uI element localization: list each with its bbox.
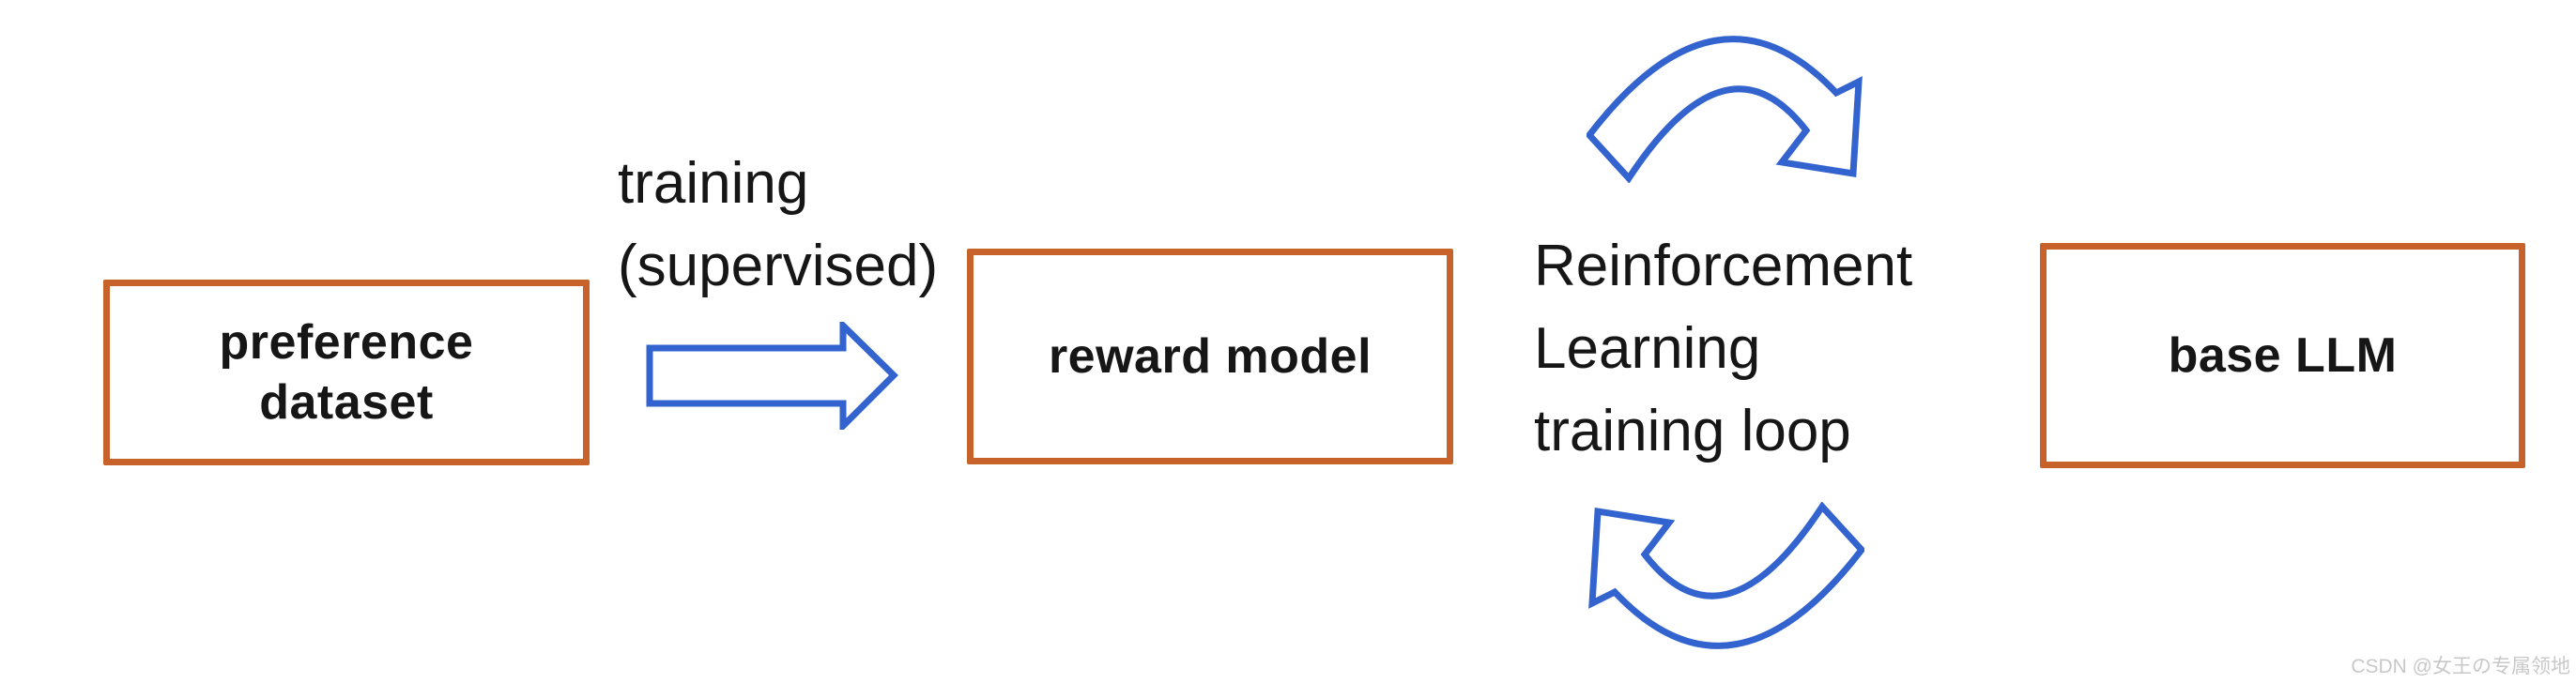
training-supervised-label-line1: training	[618, 151, 809, 216]
training-supervised-label: training (supervised)	[618, 143, 938, 308]
preference-dataset-box: preference dataset	[103, 280, 590, 465]
reward-model-label: reward model	[1048, 329, 1372, 384]
curved-arrow-top-icon	[1587, 36, 1863, 183]
rl-training-loop-label: Reinforcement Learning training loop	[1534, 225, 1912, 473]
base-llm-label: base LLM	[2168, 328, 2398, 383]
preference-dataset-label-line2: dataset	[259, 375, 434, 430]
rl-training-loop-label-line3: training loop	[1534, 399, 1851, 463]
training-supervised-label-line2: (supervised)	[618, 234, 939, 298]
reward-model-box: reward model	[967, 249, 1453, 464]
preference-dataset-label-line1: preference	[219, 315, 474, 370]
rl-training-loop-label-line1: Reinforcement	[1534, 234, 1913, 298]
base-llm-box: base LLM	[2040, 243, 2525, 468]
rl-training-loop-label-line2: Learning	[1534, 316, 1761, 381]
curved-arrow-bottom-icon	[1588, 502, 1864, 649]
right-block-arrow-icon	[646, 322, 898, 430]
csdn-watermark: CSDN @女王の专属领地	[2351, 656, 2570, 677]
